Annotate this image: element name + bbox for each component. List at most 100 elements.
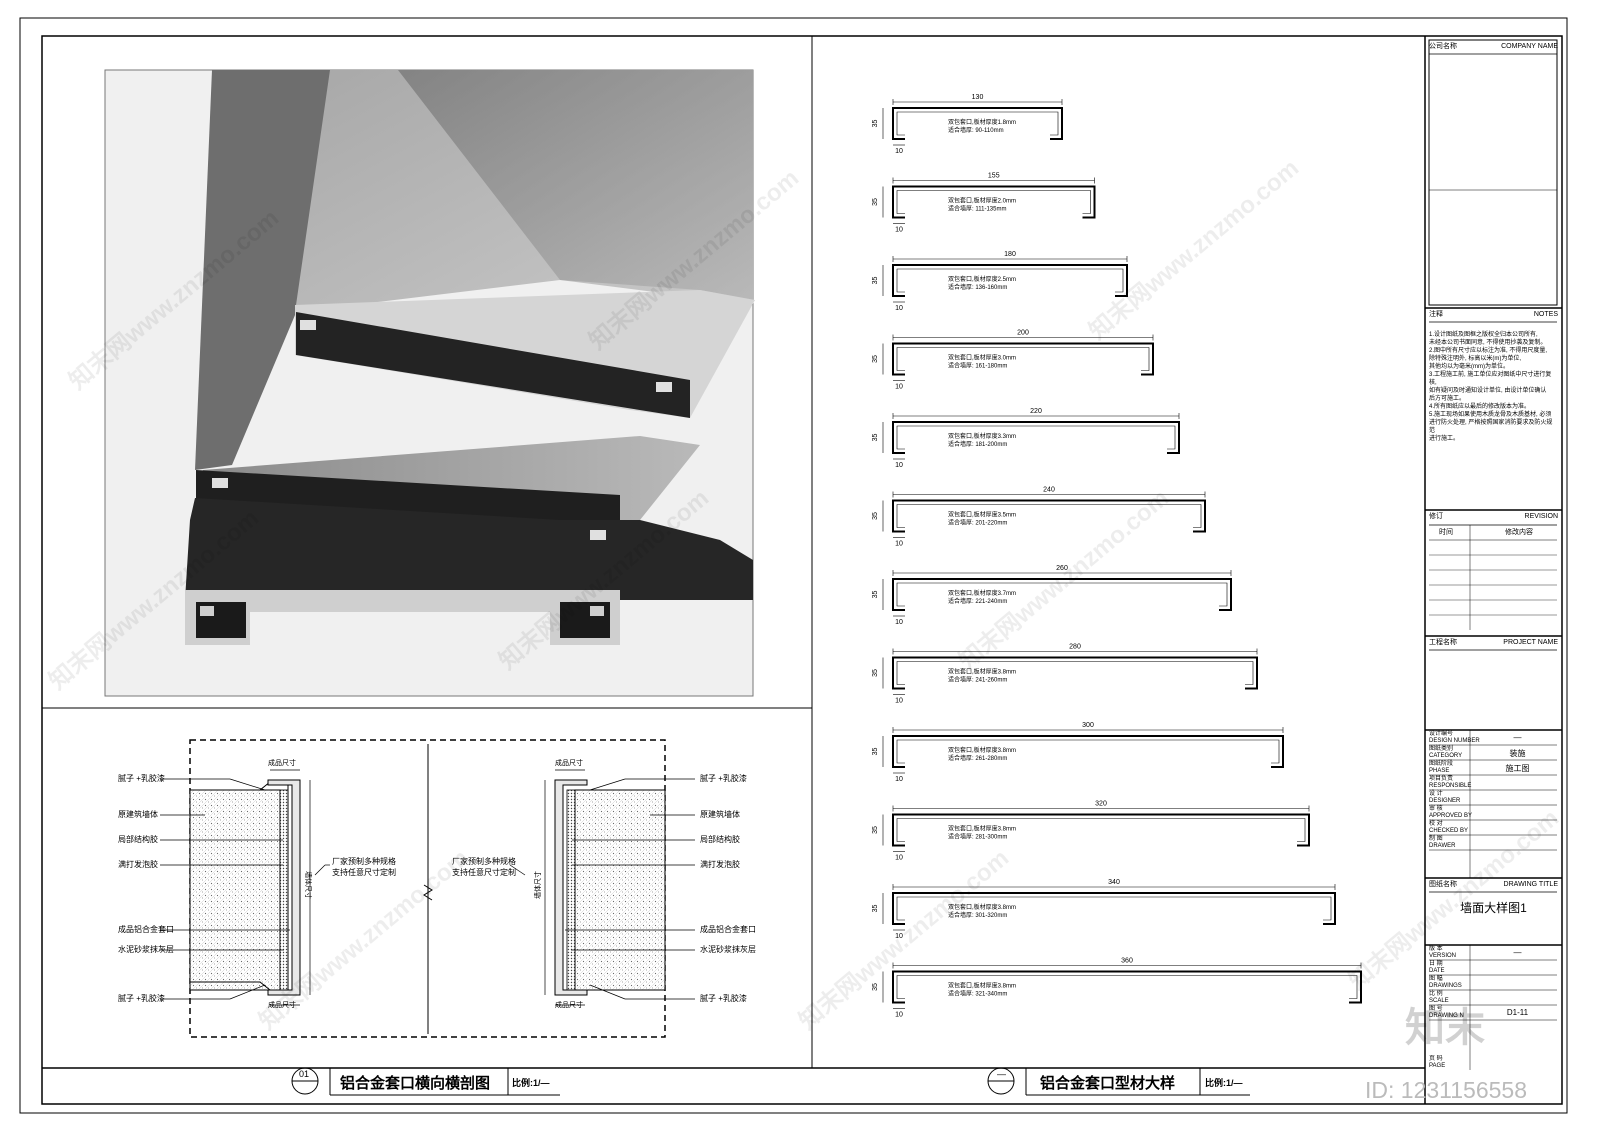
tb-row-date: 日 期 DATE xyxy=(1429,961,1445,974)
profile-width-label: 240 xyxy=(1043,487,1055,494)
dim-bottom-left: 成品尺寸 xyxy=(268,1002,296,1009)
profile-shape xyxy=(892,578,1232,611)
profile-lip-label: 10 xyxy=(895,698,903,705)
profile-height-label: 35 xyxy=(872,983,879,991)
profile-lip-label: 10 xyxy=(895,227,903,234)
profile-lip-label: 10 xyxy=(895,1012,903,1019)
profile-spec-line-1: 双包套口,板材厚度2.0mm xyxy=(948,197,1016,205)
profile-spec-line-1: 双包套口,板材厚度3.7mm xyxy=(948,589,1016,597)
company-label-en: COMPANY NAME xyxy=(1501,43,1558,50)
profile-height-label: 35 xyxy=(872,355,879,363)
titleblock-lines xyxy=(1425,39,1562,1070)
profile-shape xyxy=(892,107,1063,140)
profile-spec-line-1: 双包套口,板材厚度3.3mm xyxy=(948,432,1016,440)
company-header: 公司名称 COMPANY NAME xyxy=(1425,40,1562,54)
scale-section: 比例:1/— xyxy=(512,1078,550,1088)
tb-row-checked: 校 对 CHECKED BY xyxy=(1429,821,1469,834)
profile-height-label: 35 xyxy=(872,120,879,128)
profile-spec-line-1: 双包套口,板材厚度3.5mm xyxy=(948,511,1016,519)
profile-height-label: 35 xyxy=(872,277,879,285)
profile-height-label: 35 xyxy=(872,826,879,834)
profile-inner-line xyxy=(896,896,1332,921)
profile-spec-line-2: 适合墙厚: 111-135mm xyxy=(948,205,1006,213)
outer-border xyxy=(19,17,1568,1114)
caption-number-left: 01 xyxy=(299,1069,310,1079)
profile-height-label: 35 xyxy=(872,669,879,677)
profile-height-label: 35 xyxy=(872,748,879,756)
image-id: ID: 1231156558 xyxy=(1365,1077,1527,1103)
profile-spec-line-2: 适合墙厚: 201-220mm xyxy=(948,519,1007,527)
section-label-right-7: 腻子 +乳胶漆 xyxy=(700,994,747,1003)
profile-inner-line xyxy=(896,268,1124,293)
profile-spec-line-1: 双包套口,板材厚度3.8mm xyxy=(948,903,1016,911)
note-line: 后方可施工。 xyxy=(1429,396,1466,402)
section-label-right-5: 成品铝合金套口 xyxy=(700,925,756,934)
profile-inner-line xyxy=(896,425,1176,450)
drawing-title-label: 图纸名称 xyxy=(1429,881,1457,888)
section-label-left-1: 腻子 +乳胶漆 xyxy=(118,774,165,783)
revision-label-en: REVISION xyxy=(1524,513,1558,520)
profile-spec-line-1: 双包套口,板材厚度3.0mm xyxy=(948,354,1016,362)
dim-top-right: 成品尺寸 xyxy=(555,760,583,767)
profile-height-label: 35 xyxy=(872,591,879,599)
profile-inner-line xyxy=(896,347,1150,371)
watermark-logo: 知末 xyxy=(1405,1006,1485,1050)
profile-lip-label: 10 xyxy=(895,384,903,391)
dim-bottom-right: 成品尺寸 xyxy=(555,1002,583,1009)
profile-spec-line-2: 适合墙厚: 181-200mm xyxy=(948,440,1007,448)
section-note-right: 厂家预制多种规格 支持任意尺寸定制 xyxy=(452,856,516,878)
notes-list: 1.设计图纸及图框之版权全归本公司所有, 未经本公司书面同意, 不得使用抄袭及复… xyxy=(1429,331,1558,443)
section-label-left-7: 腻子 +乳胶漆 xyxy=(118,994,165,1003)
note-left-line-1: 厂家预制多种规格 xyxy=(332,857,396,866)
section-label-left-6: 水泥砂浆抹灰层 xyxy=(118,945,174,954)
note-line: 进行施工。 xyxy=(1429,436,1460,442)
caption-bars xyxy=(291,1067,1250,1096)
profile-width-label: 260 xyxy=(1056,565,1068,572)
profile-spec-line-2: 适合墙厚: 241-260mm xyxy=(948,676,1007,684)
section-label-right-4: 满打发泡胶 xyxy=(700,860,740,869)
revision-header: 修订 REVISION xyxy=(1425,510,1562,524)
tb-row-page: 页 码 PAGE xyxy=(1429,1056,1446,1069)
tb-row-design-number: 设计编号 DESIGN NUMBER— xyxy=(1429,731,1522,744)
section-label-left-5: 成品铝合金套口 xyxy=(118,925,174,934)
section-note-left: 厂家预制多种规格 支持任意尺寸定制 xyxy=(332,856,396,878)
tb-row-approved: 审 核 APPROVED BY xyxy=(1429,806,1473,819)
scale-profiles: 比例:1/— xyxy=(1205,1078,1243,1088)
tb-row-version: 版 本 VERSION— xyxy=(1429,946,1522,959)
profile-spec-line-2: 适合墙厚: 90-110mm xyxy=(948,126,1004,134)
profile-lip-label: 10 xyxy=(895,776,903,783)
profile-inner-line xyxy=(896,661,1254,685)
profile-inner-line xyxy=(896,504,1202,528)
profile-inner-line xyxy=(896,818,1306,842)
note-line: 如有疑问及时通知设计单位, 由设计单位确认 xyxy=(1429,388,1547,394)
profile-inner-line xyxy=(896,582,1228,607)
profile-width-label: 200 xyxy=(1017,330,1029,337)
profile-shape xyxy=(892,970,1362,1004)
profile-shape xyxy=(892,656,1258,690)
profile-width-label: 340 xyxy=(1108,879,1120,886)
tb-row-drawings: 图 幅 DRAWINGS xyxy=(1429,976,1462,989)
profile-width-label: 360 xyxy=(1121,958,1133,965)
dim-side-right: 墙体尺寸 xyxy=(535,871,542,899)
profile-width-label: 300 xyxy=(1082,722,1094,729)
section-drawing xyxy=(160,739,695,1038)
profile-shape xyxy=(892,421,1180,454)
profile-lip-label: 10 xyxy=(895,305,903,312)
project-header: 工程名称 PROJECT NAME xyxy=(1425,636,1562,650)
profile-lip-label: 10 xyxy=(895,462,903,469)
profile-height-label: 35 xyxy=(872,198,879,206)
profile-spec-line-2: 适合墙厚: 161-180mm xyxy=(948,362,1007,370)
profile-inner-line xyxy=(896,190,1091,214)
profile-shape xyxy=(892,499,1206,533)
profile-inner-line xyxy=(896,111,1059,136)
notes-label: 注释 xyxy=(1429,311,1443,318)
notes-label-en: NOTES xyxy=(1533,311,1558,318)
section-label-left-4: 满打发泡胶 xyxy=(118,860,158,869)
note-line: 4.所有图纸应以最后的修改版本为准。 xyxy=(1429,404,1531,410)
profile-spec-line-1: 双包套口,板材厚度1.8mm xyxy=(948,118,1016,126)
profile-inner-line xyxy=(896,739,1280,764)
caption-profiles: 铝合金套口型材大样 xyxy=(1040,1075,1176,1092)
profile-height-label: 35 xyxy=(872,905,879,913)
